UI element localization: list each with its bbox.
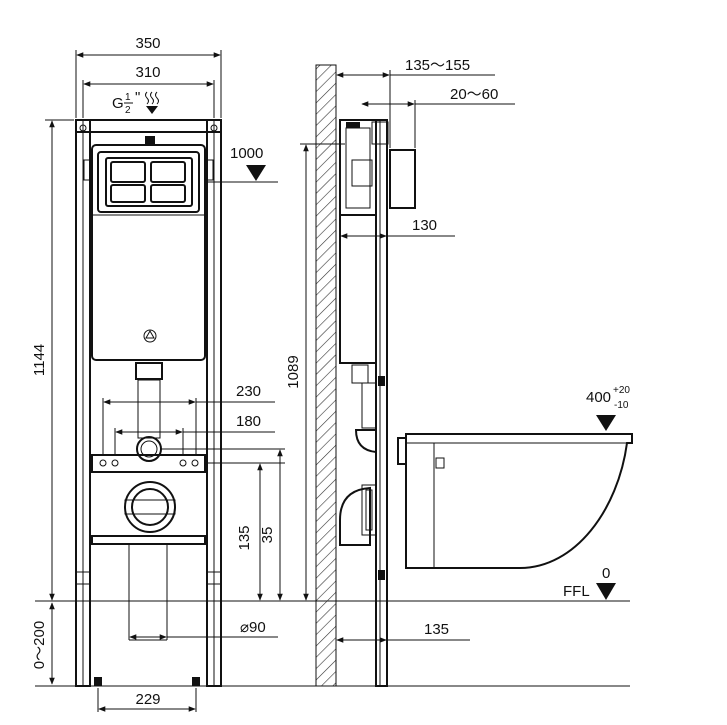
dim-135-side: 135: [424, 621, 449, 638]
svg-text:1: 1: [125, 92, 131, 103]
dim-400-tol-plus: +20: [613, 385, 630, 396]
dim-310: 310: [135, 64, 160, 81]
dim-ffl-zero: 0: [602, 565, 610, 582]
dim-180: 180: [236, 413, 261, 430]
dim-350: 350: [135, 35, 160, 52]
dim-230: 230: [236, 383, 261, 400]
dim-130: 130: [412, 217, 437, 234]
flush-button-panel: [105, 157, 193, 207]
front-mounting-bar: [91, 454, 206, 473]
bowl-height-marker: [596, 415, 616, 431]
side-view: [315, 64, 633, 687]
cistern-body: [91, 144, 206, 361]
water-inlet-icon: [145, 91, 159, 105]
dim-135-155: 135～155: [405, 57, 470, 74]
ffl-marker: [596, 583, 616, 600]
side-dimensions: 135～155 20～60 130 1089 400 +20 -10 0 FFL…: [285, 57, 630, 645]
dim-35: 35: [259, 527, 276, 544]
front-dimensions: 350 310 G 1 2 " 1144 1000 230 180: [31, 35, 285, 712]
front-view: [75, 119, 222, 687]
ffl-label: FFL: [563, 583, 590, 600]
dim-400: 400: [586, 389, 611, 406]
dim-135-front: 135: [236, 525, 253, 550]
wall-hung-bowl: [397, 433, 633, 569]
side-cistern: [339, 214, 377, 364]
dim-1000: 1000: [230, 145, 263, 162]
side-flush-plate: [389, 149, 416, 209]
svg-text:2: 2: [125, 105, 131, 116]
dim-0-200: 0～200: [31, 621, 48, 669]
svg-text:": ": [135, 89, 140, 106]
dim-1144: 1144: [31, 344, 48, 376]
dim-1089: 1089: [285, 355, 302, 388]
wall-section: [315, 64, 337, 687]
button-level-marker: [246, 165, 266, 181]
dim-20-60: 20～60: [450, 86, 498, 103]
dim-229: 229: [135, 691, 160, 708]
inlet-thread-label: G: [112, 95, 124, 112]
dim-dia90: ⌀90: [240, 619, 266, 636]
dim-400-tol-minus: -10: [614, 400, 629, 411]
front-top-bar: [75, 119, 222, 133]
